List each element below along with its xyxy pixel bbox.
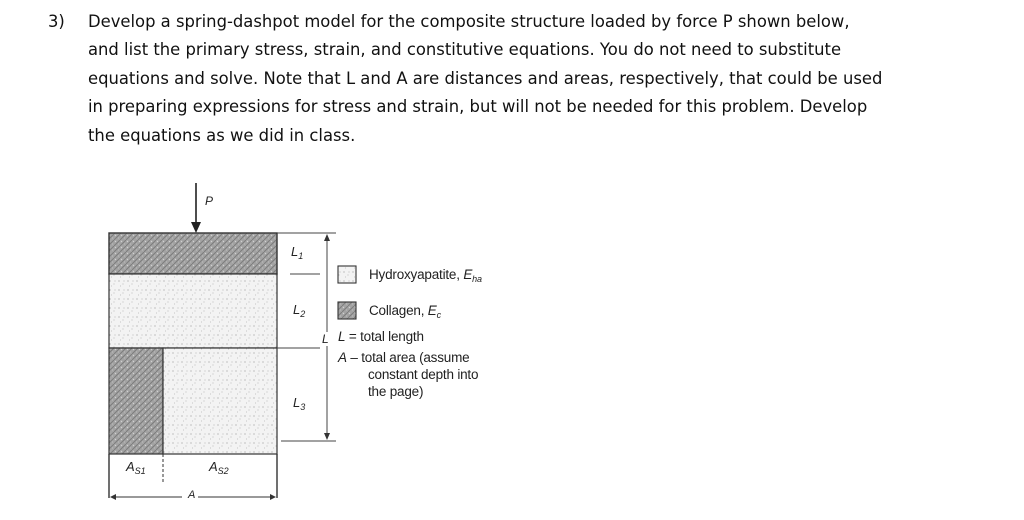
dimension-label-L1: L1 xyxy=(291,244,303,261)
legend-label: = total length xyxy=(348,329,424,344)
legend-swatch-hydroxyapatite xyxy=(337,265,357,284)
dimension-label-L-total: L xyxy=(321,332,330,346)
area-label-As2: AS2 xyxy=(209,459,229,476)
collagen-layer-bottom-left xyxy=(108,347,164,455)
legend-label: Hydroxyapatite, xyxy=(369,267,464,282)
legend-swatch-collagen xyxy=(337,301,357,320)
legend-collagen: Collagen, Ec xyxy=(369,303,441,320)
legend-total-area-cont1: constant depth into xyxy=(368,367,479,382)
legend-total-area: A – total area (assume xyxy=(338,350,470,365)
problem-line: and list the primary stress, strain, and… xyxy=(88,40,842,60)
collagen-layer-top xyxy=(108,232,278,275)
modulus-symbol: E xyxy=(427,303,437,318)
dimension-symbol: L xyxy=(293,395,301,410)
area-subscript: S1 xyxy=(134,466,146,476)
area-label-As1: AS1 xyxy=(126,459,146,476)
dimension-subscript: 3 xyxy=(300,402,306,412)
legend-label: Collagen, xyxy=(369,303,428,318)
hydroxyapatite-layer-middle xyxy=(108,273,278,349)
legend-total-length: L = total length xyxy=(338,329,424,344)
problem-line: equations and solve. Note that L and A a… xyxy=(88,68,883,88)
problem-text: Develop a spring-dashpot model for the c… xyxy=(88,8,988,150)
area-subscript: S2 xyxy=(217,466,229,476)
dimension-label-L3: L3 xyxy=(293,395,305,412)
load-arrow-icon xyxy=(191,183,201,233)
legend-total-area-cont2: the page) xyxy=(368,384,424,399)
dimension-subscript: 1 xyxy=(298,251,304,261)
area-dimension xyxy=(108,454,278,500)
legend-label: – total area (assume xyxy=(350,350,470,365)
area-symbol: A xyxy=(209,459,218,474)
area-label-A-total: A xyxy=(186,489,198,501)
load-label: P xyxy=(205,194,214,208)
problem-line: Develop a spring-dashpot model for the c… xyxy=(88,12,850,31)
legend-hydroxyapatite: Hydroxyapatite, Eha xyxy=(369,267,482,284)
problem-number: 3) xyxy=(48,12,65,31)
problem-line: the equations as we did in class. xyxy=(88,125,356,145)
length-symbol: L xyxy=(338,329,346,344)
dimension-label-L2: L2 xyxy=(293,302,305,319)
area-symbol: A xyxy=(338,350,347,365)
problem-line: in preparing expressions for stress and … xyxy=(88,97,868,117)
modulus-subscript: ha xyxy=(472,274,482,284)
dimension-symbol: L xyxy=(293,302,301,317)
dimension-subscript: 2 xyxy=(300,309,306,319)
hydroxyapatite-layer-bottom-right xyxy=(162,347,278,455)
area-symbol: A xyxy=(126,459,135,474)
dimension-symbol: L xyxy=(291,244,299,259)
modulus-symbol: E xyxy=(463,267,473,282)
modulus-subscript: c xyxy=(436,310,442,320)
